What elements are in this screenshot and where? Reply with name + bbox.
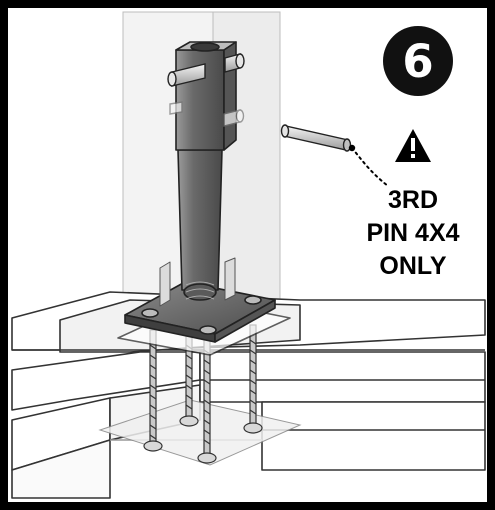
leader-line (351, 147, 389, 187)
lag-bolt-back-right (243, 324, 263, 434)
warning-triangle-icon (395, 129, 431, 162)
step-number: 6 (402, 35, 433, 88)
note-line-2: PIN 4X4 (366, 219, 459, 247)
base-plate (117, 257, 291, 356)
step-badge: 6 (383, 26, 453, 96)
pin-upper-right (224, 53, 245, 73)
note-line-3: ONLY (379, 252, 446, 280)
steel-post (175, 41, 237, 301)
pin-upper-left (167, 63, 206, 87)
lag-bolt-front-right (197, 334, 217, 464)
leader-dot (348, 144, 356, 152)
note-text: 3RD PIN 4X4 ONLY (366, 186, 459, 280)
third-pin (280, 124, 352, 152)
framing-beams (11, 351, 486, 499)
note-line-1: 3RD (388, 186, 438, 214)
installed-pins (167, 53, 245, 127)
lag-bolt-front-left (143, 329, 163, 452)
pin-lower-ghost (169, 101, 245, 127)
